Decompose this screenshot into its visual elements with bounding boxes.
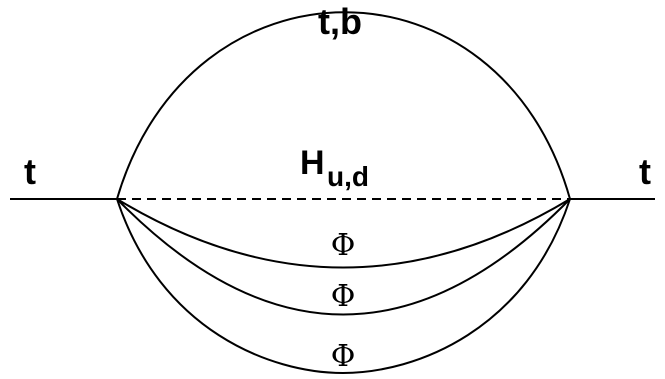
label-higgs: H u,d [300, 144, 369, 192]
top-arc-propagator [116, 11, 571, 200]
label-external-right: t [639, 151, 651, 192]
label-phi-2: Φ [331, 279, 356, 314]
label-higgs-subscript: u,d [327, 161, 369, 192]
label-top-arc: t,b [318, 1, 362, 42]
label-higgs-main: H [300, 144, 325, 182]
phi-propagator-2 [116, 198, 571, 316]
label-phi-1: Φ [331, 228, 356, 263]
phi-propagator-1 [116, 198, 571, 269]
phi-propagator-3 [116, 198, 571, 375]
label-external-left: t [24, 151, 36, 192]
label-phi-3: Φ [331, 339, 356, 374]
